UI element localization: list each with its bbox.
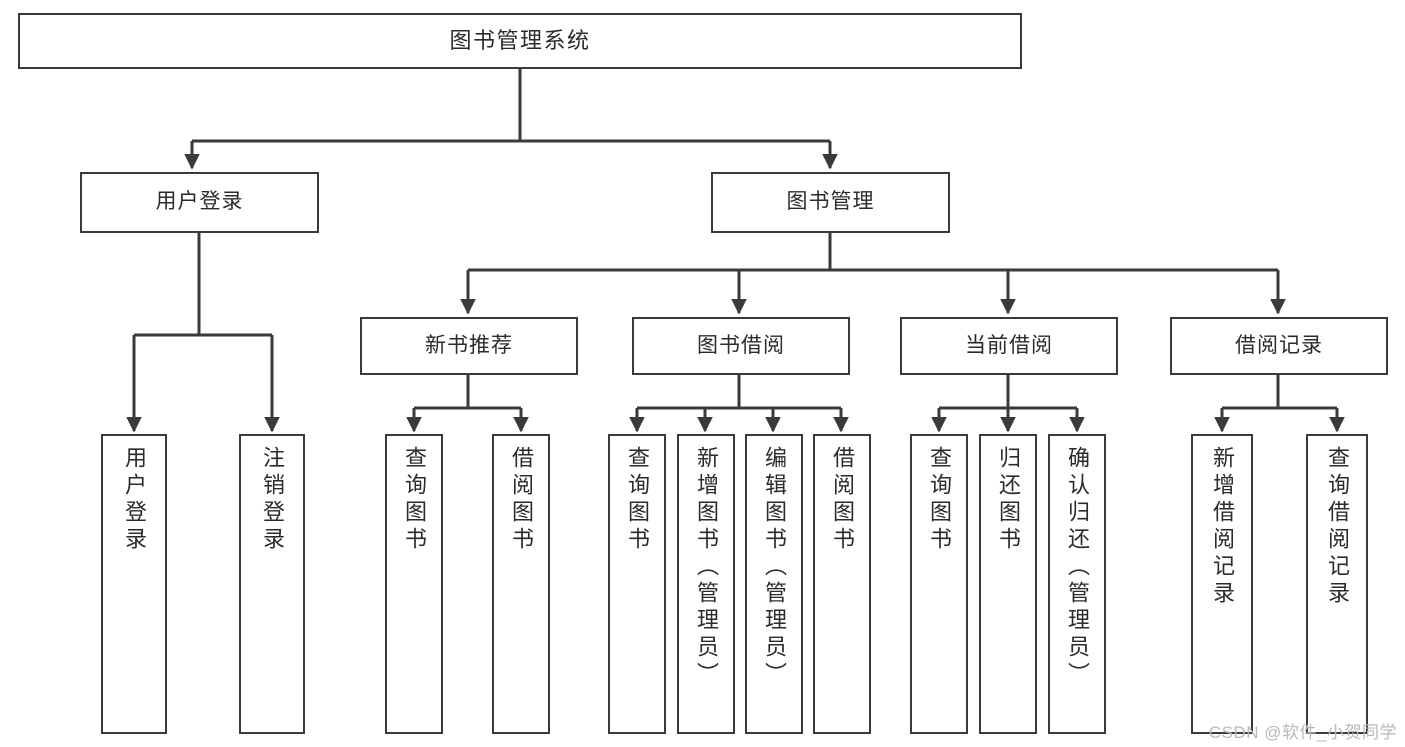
node-new-book-recommend[interactable]: 新书推荐 [360, 317, 578, 375]
node-label: 图书管理系统 [449, 28, 591, 54]
node-label: 查询图书 [927, 446, 952, 554]
node-label: 查询图书 [402, 446, 427, 554]
node-leaf-query-borrow-record[interactable]: 查询借阅记录 [1306, 434, 1368, 734]
node-label: 归还图书 [996, 446, 1021, 554]
node-leaf-borrow-book[interactable]: 借阅图书 [813, 434, 871, 734]
node-leaf-query-book-borrow[interactable]: 查询图书 [608, 434, 666, 734]
node-label: 借阅图书 [830, 446, 855, 554]
node-leaf-logout[interactable]: 注销登录 [239, 434, 305, 734]
node-label: 确认归还（管理员） [1065, 446, 1090, 689]
node-leaf-return-book[interactable]: 归还图书 [979, 434, 1037, 734]
node-label: 新书推荐 [425, 333, 513, 357]
node-leaf-query-book-recommend[interactable]: 查询图书 [385, 434, 443, 734]
node-label: 图书借阅 [697, 333, 785, 357]
node-leaf-user-login[interactable]: 用户登录 [101, 434, 167, 734]
node-user-login[interactable]: 用户登录 [80, 172, 319, 233]
node-leaf-borrow-book-recommend[interactable]: 借阅图书 [492, 434, 550, 734]
node-leaf-confirm-return[interactable]: 确认归还（管理员） [1048, 434, 1106, 734]
node-label: 注销登录 [260, 446, 285, 554]
node-leaf-add-borrow-record[interactable]: 新增借阅记录 [1191, 434, 1253, 734]
node-label: 新增图书（管理员） [694, 446, 719, 689]
node-book-borrow[interactable]: 图书借阅 [632, 317, 850, 375]
node-label: 图书管理 [786, 190, 875, 214]
node-label: 用户登录 [122, 446, 147, 554]
node-label: 借阅记录 [1235, 333, 1323, 357]
node-label: 新增借阅记录 [1210, 446, 1235, 608]
node-label: 借阅图书 [509, 446, 534, 554]
node-label: 查询借阅记录 [1325, 446, 1350, 608]
node-book-manage[interactable]: 图书管理 [711, 172, 950, 233]
node-label: 查询图书 [625, 446, 650, 554]
node-current-borrow[interactable]: 当前借阅 [900, 317, 1118, 375]
node-label: 用户登录 [155, 190, 244, 214]
node-root-book-management-system[interactable]: 图书管理系统 [18, 13, 1022, 69]
node-leaf-edit-book[interactable]: 编辑图书（管理员） [745, 434, 803, 734]
watermark-text: CSDN @软件_小贺同学 [1208, 723, 1397, 742]
node-label: 当前借阅 [965, 333, 1053, 357]
node-borrow-record[interactable]: 借阅记录 [1170, 317, 1388, 375]
node-label: 编辑图书（管理员） [762, 446, 787, 689]
node-leaf-add-book[interactable]: 新增图书（管理员） [677, 434, 735, 734]
node-leaf-query-book-current[interactable]: 查询图书 [910, 434, 968, 734]
